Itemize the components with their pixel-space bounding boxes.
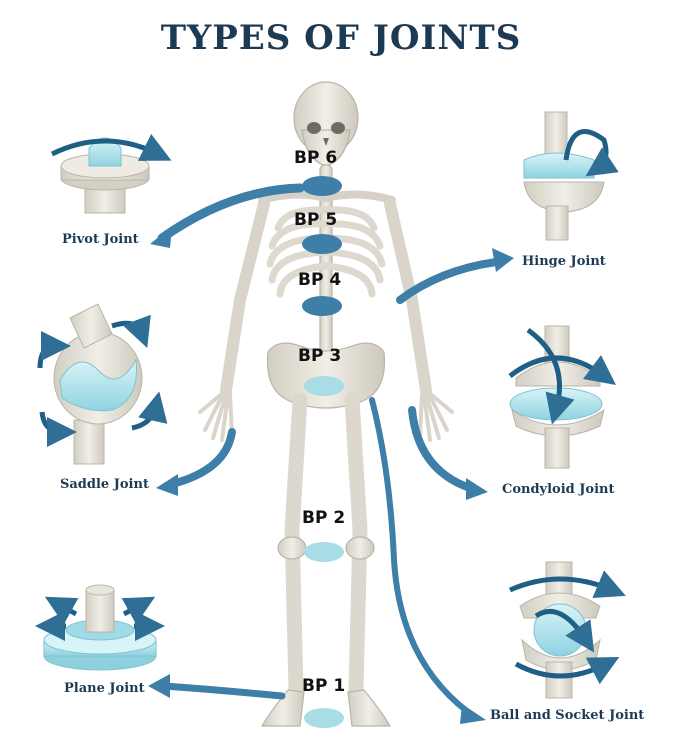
ball-socket-joint-illustration: [508, 561, 626, 699]
pivot-joint-illustration: [50, 133, 172, 214]
marker-bp4: [302, 296, 342, 316]
arrows: [157, 183, 500, 715]
pelvis: [266, 342, 386, 409]
right-arm: [384, 198, 432, 396]
clavicles: [258, 190, 396, 204]
marker-bp1: [304, 708, 344, 728]
bp-markers: [302, 176, 344, 728]
bp4-label: BP 4: [298, 270, 342, 290]
hinge-joint-illustration: [523, 111, 619, 241]
page-title: TYPES OF JOINTS: [160, 18, 522, 58]
left-arm: [220, 198, 270, 396]
nose: [323, 138, 329, 146]
label-hinge-joint: Hinge Joint: [522, 254, 606, 269]
marker-bp6: [302, 176, 342, 196]
bp1-label: BP 1: [302, 676, 346, 696]
marker-bp3: [304, 376, 344, 396]
label-ball-socket-joint: Ball and Socket Joint: [490, 708, 645, 723]
marker-bp2: [304, 542, 344, 562]
arrow-to-saddle: [168, 428, 236, 488]
bp3-label: BP 3: [298, 346, 342, 366]
right-hand: [418, 390, 454, 442]
eye-socket-right: [331, 122, 345, 134]
right-knee: [345, 536, 375, 560]
arrowheads: [148, 226, 514, 724]
left-knee: [277, 536, 307, 560]
bp5-label: BP 5: [294, 210, 338, 230]
label-condyloid-joint: Condyloid Joint: [502, 482, 615, 497]
marker-bp5: [302, 234, 342, 254]
arrow-to-condyloid: [408, 406, 474, 492]
label-saddle-joint: Saddle Joint: [60, 477, 149, 492]
arrow-to-pivot: [157, 183, 305, 243]
right-leg: [344, 392, 368, 698]
condyloid-joint-illustration: [508, 325, 617, 469]
arrow-to-plane: [160, 682, 286, 700]
left-leg: [284, 392, 308, 698]
bp6-label: BP 6: [294, 148, 338, 168]
arrow-to-ball-socket: [369, 397, 471, 715]
label-pivot-joint: Pivot Joint: [62, 232, 139, 247]
right-foot: [347, 689, 392, 727]
eye-socket-left: [307, 122, 321, 134]
saddle-joint-illustration: [37, 303, 168, 465]
label-plane-joint: Plane Joint: [64, 681, 145, 696]
bp2-label: BP 2: [302, 508, 346, 528]
arrow-to-hinge: [396, 258, 500, 304]
plane-joint-illustration: [35, 584, 165, 671]
left-hand: [198, 390, 234, 442]
